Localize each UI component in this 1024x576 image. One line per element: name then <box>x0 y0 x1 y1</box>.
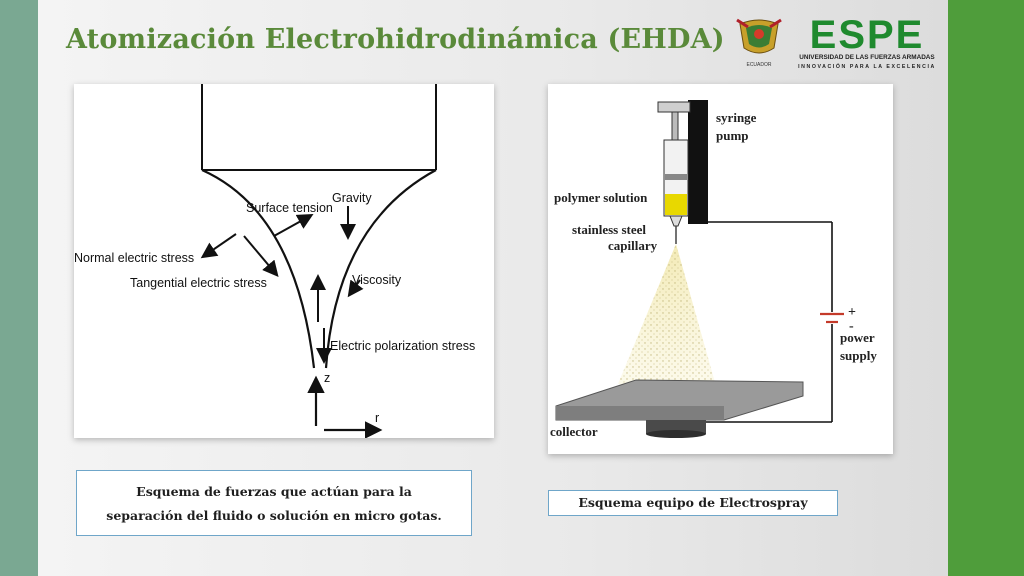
slide-title: Atomización Electrohidrodinámica (EHDA) <box>66 24 725 55</box>
left-caption-line-1: Esquema de fuerzas que actúan para la <box>136 484 412 499</box>
label-gravity: Gravity <box>332 191 372 205</box>
label-collector: collector <box>550 424 598 439</box>
espe-wordmark: ESPE <box>810 13 925 57</box>
right-accent-bar <box>948 0 1024 576</box>
espe-tagline-1: UNIVERSIDAD DE LAS FUERZAS ARMADAS <box>799 54 935 61</box>
tangential-stress-arrow <box>243 235 279 278</box>
right-caption-text: Esquema equipo de Electrospray <box>578 495 808 510</box>
left-caption-line-2: separación del fluido o solución en micr… <box>106 508 442 523</box>
left-figure-caption: Esquema de fuerzas que actúan para la se… <box>76 470 472 536</box>
collector-plate-face <box>556 406 724 420</box>
label-surface-tension: Surface tension <box>246 201 333 215</box>
label-capillary: capillary <box>608 238 658 253</box>
syringe-pump-block <box>688 100 708 224</box>
espe-tagline-2: INNOVACIÓN PARA LA EXCELENCIA <box>798 62 936 70</box>
normal-stress-arrow <box>200 233 237 259</box>
collector-base-bottom <box>646 430 706 438</box>
syringe-tip <box>669 215 683 227</box>
label-minus: - <box>849 319 854 334</box>
spray-droplets <box>618 244 716 386</box>
label-tangential-electric-stress: Tangential electric stress <box>130 276 267 290</box>
syringe-plunger-head <box>665 174 687 180</box>
syringe-plunger-rod <box>671 111 679 141</box>
cone-right-edge <box>324 169 437 369</box>
label-syringe: syringe <box>716 110 757 125</box>
label-power: power <box>840 330 875 345</box>
right-figure-caption: Esquema equipo de Electrospray <box>548 490 838 516</box>
syringe-plunger-top <box>657 101 691 113</box>
label-z-axis: z <box>324 371 330 385</box>
collector-base <box>646 420 706 434</box>
electrospray-setup-figure: syringe pump polymer solution stainless … <box>548 84 893 454</box>
left-accent-bar <box>0 0 38 576</box>
crest-logo: ECUADOR <box>734 14 784 70</box>
label-r-axis: r <box>375 411 379 425</box>
crest-caption: ECUADOR <box>746 62 771 68</box>
label-pump: pump <box>716 128 749 143</box>
surface-tension-arrow <box>273 214 314 237</box>
viscosity-arrow <box>347 279 364 298</box>
label-electric-polarization-stress: Electric polarization stress <box>330 339 475 353</box>
label-normal-electric-stress: Normal electric stress <box>74 251 194 265</box>
label-viscosity: Viscosity <box>352 273 402 287</box>
cone-left-edge <box>201 168 316 369</box>
polymer-solution-fill <box>665 194 687 215</box>
label-supply: supply <box>840 348 877 363</box>
label-stainless-steel: stainless steel <box>572 222 646 237</box>
espe-logo: ESPE UNIVERSIDAD DE LAS FUERZAS ARMADAS … <box>790 12 944 76</box>
taylor-cone-forces-figure: Gravity Surface tension Normal electric … <box>74 84 494 438</box>
label-plus: + <box>848 305 856 320</box>
label-polymer-solution: polymer solution <box>554 190 648 205</box>
